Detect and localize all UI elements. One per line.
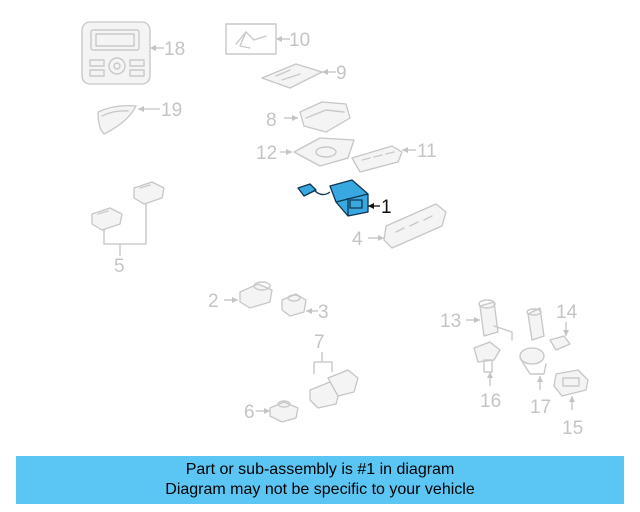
callout-15: 15 bbox=[562, 418, 583, 439]
callout-1: 1 bbox=[381, 197, 392, 218]
part-14-socket[interactable] bbox=[526, 307, 571, 351]
part-5-switch-b[interactable] bbox=[133, 181, 165, 205]
callout-3: 3 bbox=[318, 302, 329, 323]
part-3-button[interactable] bbox=[281, 293, 307, 317]
callout-12: 12 bbox=[256, 143, 277, 164]
callout-8: 8 bbox=[266, 110, 277, 131]
caption-line-2: Diagram may not be specific to your vehi… bbox=[165, 481, 475, 498]
callout-5: 5 bbox=[114, 256, 125, 277]
part-10-bracket[interactable] bbox=[225, 23, 277, 55]
part-9-plate[interactable] bbox=[261, 63, 323, 89]
part-2-knob[interactable] bbox=[239, 281, 273, 309]
part-7-switch-pair[interactable] bbox=[309, 369, 359, 409]
caption-banner: Part or sub-assembly is #1 in diagram Di… bbox=[16, 456, 624, 504]
part-11-switch-panel[interactable] bbox=[351, 145, 403, 173]
part-8-housing[interactable] bbox=[299, 101, 351, 133]
part-17-bracket[interactable] bbox=[519, 347, 547, 375]
part-5-switch-a[interactable] bbox=[91, 207, 123, 231]
part-1-switch-highlighted[interactable] bbox=[297, 179, 369, 217]
part-12-tray[interactable] bbox=[293, 137, 355, 167]
callout-18: 18 bbox=[164, 39, 185, 60]
part-6-clip[interactable] bbox=[269, 400, 299, 423]
part-18-head-unit[interactable] bbox=[81, 21, 151, 85]
part-4-switch-bank[interactable] bbox=[383, 203, 447, 249]
callout-19: 19 bbox=[161, 100, 182, 121]
part-13-socket[interactable] bbox=[478, 299, 513, 341]
callout-9: 9 bbox=[336, 63, 347, 84]
callout-16: 16 bbox=[480, 391, 501, 412]
callout-11: 11 bbox=[417, 141, 437, 162]
callout-6: 6 bbox=[244, 402, 255, 423]
callout-2: 2 bbox=[208, 291, 219, 312]
callout-4: 4 bbox=[352, 229, 363, 250]
callout-17: 17 bbox=[530, 397, 551, 418]
callout-14: 14 bbox=[556, 302, 578, 323]
part-16-bracket[interactable] bbox=[473, 341, 501, 373]
caption-line-1: Part or sub-assembly is #1 in diagram bbox=[185, 461, 455, 478]
part-19-bezel[interactable] bbox=[97, 104, 137, 135]
callout-13: 13 bbox=[440, 311, 461, 332]
part-15-switch[interactable] bbox=[553, 369, 589, 397]
callout-7: 7 bbox=[314, 332, 325, 353]
callout-10: 10 bbox=[289, 30, 310, 51]
